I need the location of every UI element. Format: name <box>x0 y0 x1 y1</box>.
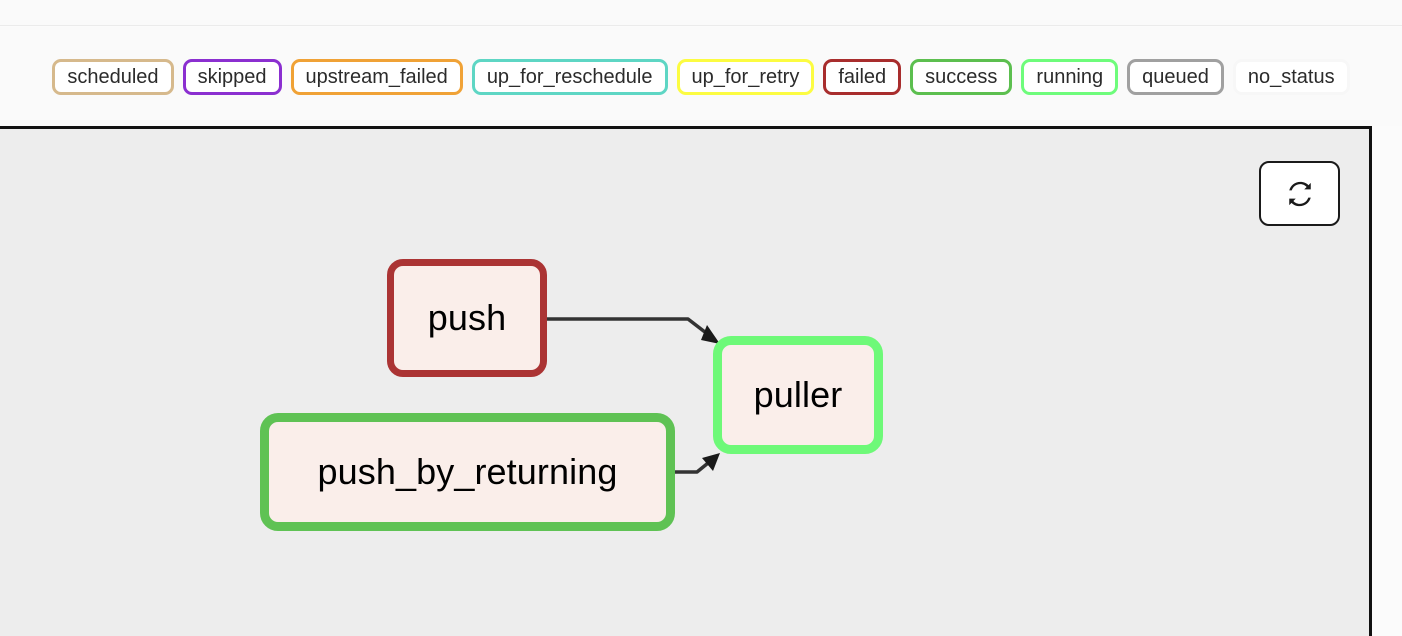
legend-label: success <box>925 65 998 88</box>
edge-push-by-returning-to-puller <box>673 453 720 474</box>
graph-node-label: push <box>427 297 507 338</box>
legend-label: failed <box>838 65 887 88</box>
refresh-button[interactable] <box>1259 161 1340 226</box>
legend-label: upstream_failed <box>305 65 448 88</box>
legend-badge-upstream-failed[interactable]: upstream_failed <box>290 58 463 95</box>
graph-node-push[interactable]: push <box>387 259 547 377</box>
legend-label: no_status <box>1247 65 1335 88</box>
graph-node-push-by-returning[interactable]: push_by_returning <box>260 413 675 531</box>
legend-badge-up-for-retry[interactable]: up_for_retry <box>676 58 815 95</box>
legend-badge-up-for-reschedule[interactable]: up_for_reschedule <box>471 58 668 95</box>
top-divider <box>0 0 1402 26</box>
status-legend-list: scheduled skipped upstream_failed up_for… <box>52 58 1350 95</box>
graph-node-label: puller <box>753 374 843 415</box>
legend-badge-skipped[interactable]: skipped <box>182 58 282 95</box>
legend-label: up_for_retry <box>691 65 800 88</box>
graph-node-label: push_by_returning <box>317 451 618 492</box>
legend-badge-no-status[interactable]: no_status <box>1232 58 1350 95</box>
legend-label: scheduled <box>67 65 159 88</box>
refresh-icon <box>1285 179 1315 209</box>
status-legend-bar: scheduled skipped upstream_failed up_for… <box>0 27 1402 126</box>
legend-label: skipped <box>197 65 267 88</box>
legend-badge-queued[interactable]: queued <box>1127 58 1224 95</box>
edge-push-to-puller <box>545 317 720 344</box>
graph-canvas[interactable]: push push_by_returning puller <box>0 129 1369 636</box>
legend-badge-running[interactable]: running <box>1021 58 1119 95</box>
graph-node-puller[interactable]: puller <box>713 336 883 454</box>
legend-badge-success[interactable]: success <box>910 58 1013 95</box>
legend-label: up_for_reschedule <box>486 65 653 88</box>
legend-badge-scheduled[interactable]: scheduled <box>52 58 174 95</box>
legend-label: queued <box>1142 65 1209 88</box>
arrowhead-icon <box>702 453 720 471</box>
legend-label: running <box>1036 65 1104 88</box>
legend-badge-failed[interactable]: failed <box>823 58 902 95</box>
graph-panel[interactable]: push push_by_returning puller <box>0 126 1372 636</box>
graph-edge-layer <box>545 317 720 474</box>
